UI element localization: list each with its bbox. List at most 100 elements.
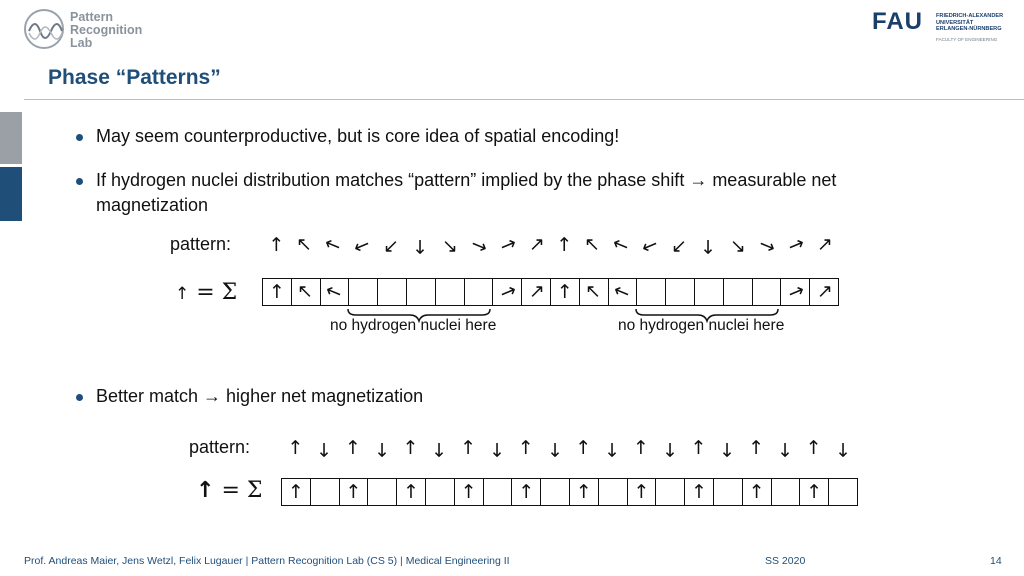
- spin-arrow-icon: ↑: [460, 480, 477, 503]
- pattern-label: pattern:: [170, 234, 232, 254]
- net-magnetization-arrow-icon: ↑: [175, 284, 190, 304]
- spin-arrow-icon: ↑: [724, 231, 751, 259]
- sum-symbol: = Σ: [196, 280, 238, 305]
- footer-authors: Prof. Andreas Maier, Jens Wetzl, Felix L…: [24, 555, 510, 567]
- empty-cell: [666, 278, 695, 306]
- spin-arrow-icon: ↑: [268, 233, 285, 256]
- spin-arrow-icon: ↑: [287, 480, 304, 503]
- side-bar-grey: [0, 112, 22, 164]
- pattern-cell: ↑: [320, 231, 349, 259]
- spin-arrow-icon: ↑: [291, 278, 319, 306]
- pattern-cell: ↑: [367, 434, 396, 462]
- nucleus-cell: ↑: [291, 278, 321, 306]
- pattern-cell: ↑: [454, 434, 483, 462]
- spin-arrow-icon: ↑: [403, 480, 420, 503]
- brace-markers: [347, 308, 779, 324]
- empty-cell: [425, 478, 455, 506]
- fau-line: UNIVERSITÄT: [936, 19, 974, 26]
- pattern-cell: ↑: [828, 434, 857, 462]
- brace-label-left: no hydrogen nuclei here: [330, 317, 497, 334]
- sum-symbol: = Σ: [221, 478, 263, 503]
- spin-arrow-icon: ↑: [494, 233, 521, 257]
- fau-wordmark: FAU: [872, 8, 923, 35]
- spin-arrow-icon: ↑: [316, 437, 333, 460]
- pattern-arrows: ↑↑↑↑↑↑↑↑↑↑↑↑↑↑↑↑↑↑↑↑: [281, 434, 857, 462]
- spin-arrow-icon: ↑: [287, 436, 304, 459]
- pattern-cell: ↑: [396, 434, 425, 462]
- spin-arrow-icon: ↑: [377, 231, 405, 259]
- nucleus-cell: ↑: [569, 478, 599, 506]
- bullet-dot-icon: [76, 178, 83, 185]
- spin-arrow-icon: ↑: [556, 280, 573, 303]
- slide-title: Phase “Patterns”: [48, 66, 221, 89]
- spin-arrow-icon: ↑: [436, 231, 463, 259]
- spin-arrow-icon: ↑: [690, 436, 707, 459]
- pattern-cell: ↑: [809, 231, 838, 259]
- side-bar-blue: [0, 167, 22, 221]
- nucleus-cell: ↑: [685, 478, 714, 506]
- spin-arrow-icon: ↑: [700, 234, 717, 257]
- lab-logo-icon: [24, 9, 64, 49]
- pattern-cell: ↑: [492, 231, 521, 259]
- pattern-cell: ↑: [598, 434, 627, 462]
- phase-pattern-diagram-match: pattern: ↑↑↑↑↑↑↑↑↑↑↑↑↑↑↑↑↑↑↑↑ ↑ = Σ ↑↑↑↑…: [0, 432, 1024, 522]
- net-magnetization-arrow-icon: ↑: [196, 478, 215, 503]
- empty-cell: [310, 478, 340, 506]
- empty-cell: [723, 278, 753, 306]
- bullet-dot-icon: [76, 134, 83, 141]
- spin-arrow-icon: ↑: [489, 437, 505, 460]
- empty-cell: [752, 278, 782, 306]
- empty-cell: [349, 278, 379, 306]
- nucleus-cell: ↑: [810, 278, 839, 306]
- footer-page-number: 14: [990, 555, 1002, 567]
- spin-arrow-icon: ↑: [320, 233, 347, 257]
- pattern-arrows: ↑↑↑↑↑↑↑↑↑↑↑↑↑↑↑↑↑↑↑↑: [262, 231, 838, 259]
- phase-pattern-diagram-mismatch: pattern: ↑↑↑↑↑↑↑↑↑↑↑↑↑↑↑↑↑↑↑↑ ↑ = Σ ↑↑↑↑…: [0, 228, 1024, 348]
- spin-arrow-icon: ↑: [748, 436, 765, 459]
- pattern-cell: ↑: [713, 434, 742, 462]
- lab-logo-text: Pattern Recognition Lab: [70, 11, 142, 50]
- title-divider: [24, 99, 1024, 100]
- fau-faculty: FACULTY OF ENGINEERING: [936, 37, 998, 42]
- nucleus-cell: ↑: [579, 278, 609, 306]
- spin-arrow-icon: ↑: [431, 437, 448, 460]
- spin-arrow-icon: ↑: [412, 234, 429, 257]
- spin-arrow-icon: ↑: [810, 231, 838, 259]
- net-magnetization-equation: ↑ = Σ: [196, 478, 262, 503]
- spin-arrow-icon: ↑: [517, 436, 534, 459]
- nucleus-cell: ↑: [742, 478, 772, 506]
- pattern-cell: ↑: [291, 231, 320, 259]
- pattern-cell: ↑: [799, 434, 828, 462]
- fau-logo: FAU FRIEDRICH-ALEXANDER UNIVERSITÄT ERLA…: [872, 8, 1003, 44]
- pattern-cell: ↑: [511, 434, 540, 462]
- nucleus-cell: ↑: [800, 478, 830, 506]
- empty-cell: [464, 278, 494, 306]
- pattern-cell: ↑: [377, 231, 406, 259]
- fau-line: ERLANGEN-NÜRNBERG: [936, 26, 1002, 32]
- empty-cell: [541, 478, 570, 506]
- pattern-cell: ↑: [684, 434, 713, 462]
- nuclei-cells: ↑↑↑↑↑↑↑↑↑↑: [281, 478, 858, 506]
- pattern-cell: ↑: [464, 231, 493, 259]
- spin-arrow-icon: ↑: [782, 280, 809, 304]
- spin-arrow-icon: ↑: [608, 233, 635, 257]
- spin-arrow-icon: ↑: [661, 437, 678, 460]
- nucleus-cell: ↑: [320, 278, 350, 306]
- nucleus-cell: ↑: [627, 478, 657, 506]
- pattern-cell: ↑: [569, 434, 598, 462]
- spin-arrow-icon: ↑: [776, 437, 793, 460]
- spin-arrow-icon: ↑: [460, 436, 477, 459]
- spin-arrow-icon: ↑: [633, 436, 649, 459]
- spin-arrow-icon: ↑: [810, 278, 838, 306]
- pattern-cell: ↑: [521, 231, 550, 259]
- pattern-cell: ↑: [339, 434, 368, 462]
- pattern-cell: ↑: [694, 231, 723, 259]
- bullet-text: May seem counterproductive, but is core …: [96, 126, 620, 146]
- spin-arrow-icon: ↑: [522, 231, 550, 259]
- spin-arrow-icon: ↑: [604, 437, 621, 460]
- spin-arrow-icon: ↑: [806, 480, 823, 503]
- nucleus-cell: ↑: [263, 278, 292, 306]
- spin-arrow-icon: ↑: [345, 436, 361, 459]
- pattern-cell: ↑: [780, 231, 809, 259]
- spin-arrow-icon: ↑: [556, 233, 573, 256]
